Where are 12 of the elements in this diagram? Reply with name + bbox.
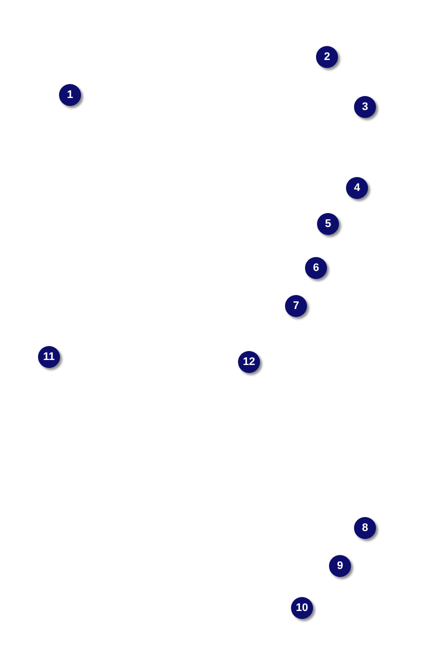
callout-number: 3 [354, 96, 376, 118]
callout-number: 12 [238, 351, 260, 373]
callout-number: 10 [291, 597, 313, 619]
callout-number: 8 [354, 517, 376, 539]
callout-number: 7 [285, 295, 307, 317]
callout-number: 1 [59, 84, 81, 106]
callout-number: 2 [316, 46, 338, 68]
callout-number: 5 [317, 213, 339, 235]
callout-number: 11 [38, 346, 60, 368]
callout-number: 6 [305, 257, 327, 279]
callout-number: 9 [329, 555, 351, 577]
callout-number: 4 [346, 177, 368, 199]
